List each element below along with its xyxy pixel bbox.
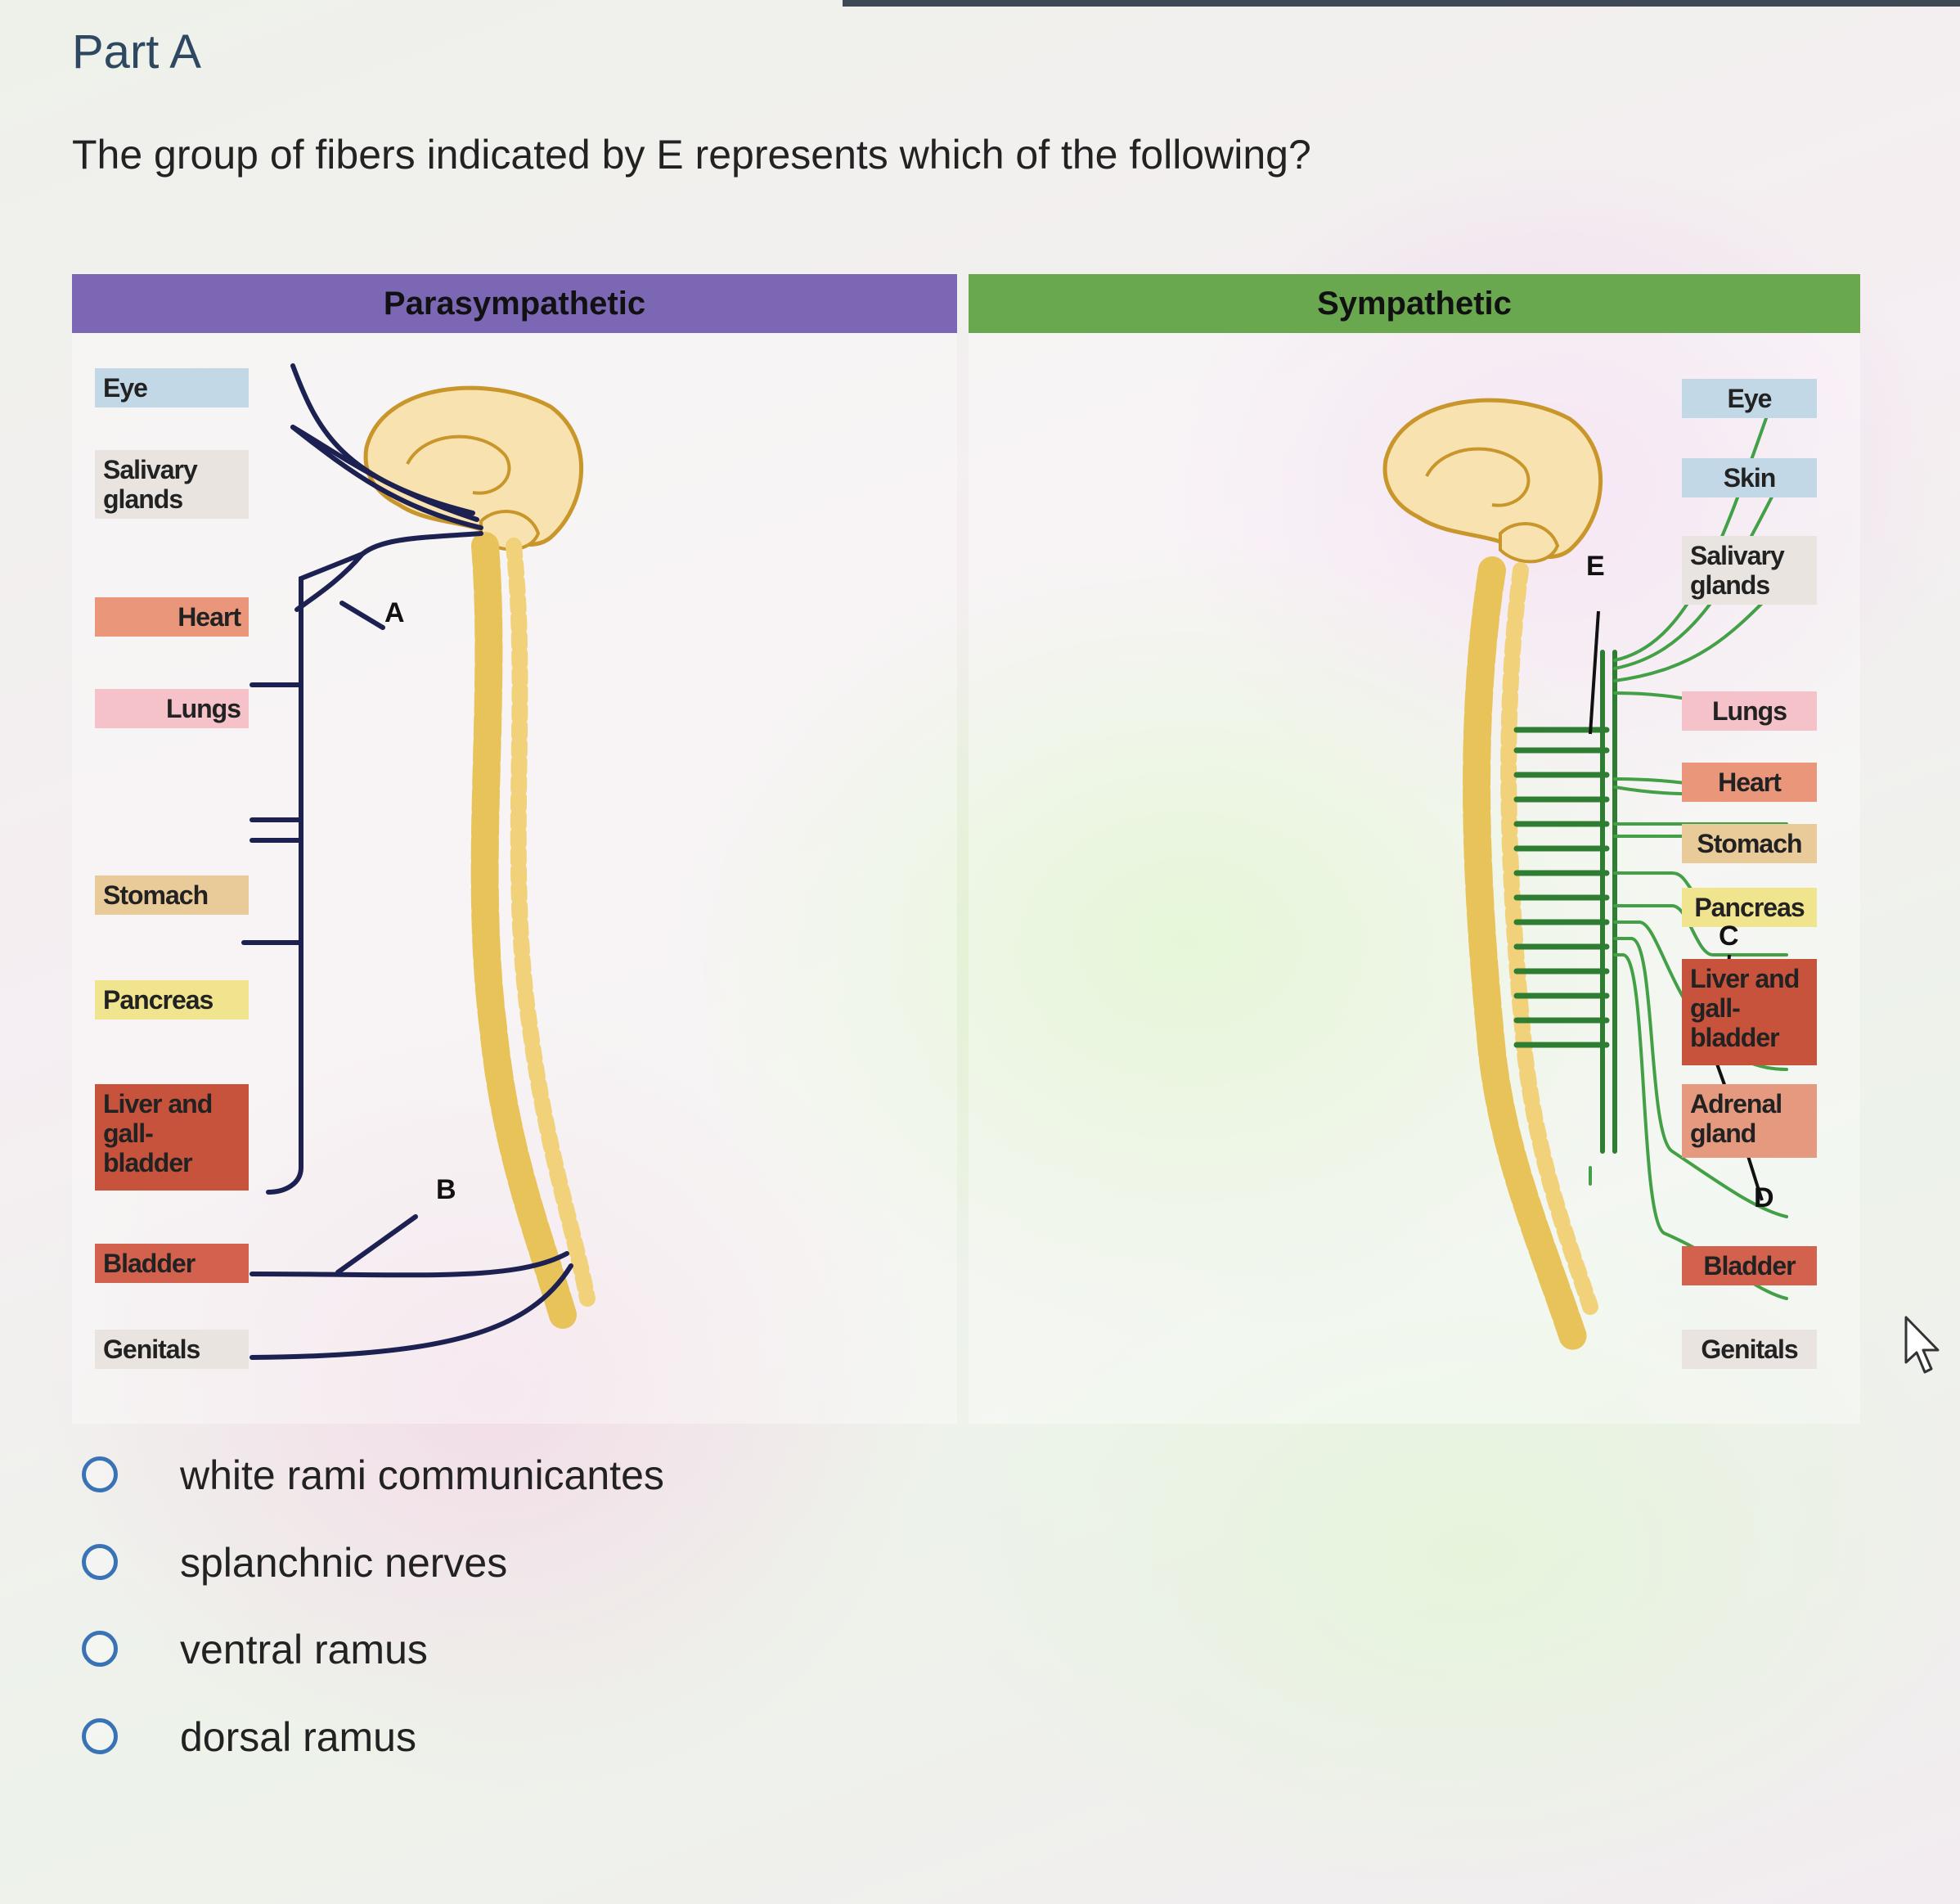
- parasympathetic-diagram: [241, 363, 596, 1360]
- sym-organ-liver-gallbladder: Liver and gall-bladder: [1682, 959, 1817, 1065]
- option-label[interactable]: dorsal ramus: [180, 1714, 416, 1760]
- option-label[interactable]: ventral ramus: [180, 1627, 428, 1672]
- option-dorsal-ramus[interactable]: dorsal ramus: [82, 1710, 982, 1776]
- top-divider: [843, 0, 1960, 7]
- parasympathetic-header: Parasympathetic: [72, 274, 957, 333]
- para-organ-pancreas: Pancreas: [95, 980, 249, 1020]
- parasympathetic-panel: Parasympathetic: [72, 274, 957, 1424]
- para-organ-liver-gallbladder: Liver and gall-bladder: [95, 1084, 249, 1191]
- label-a: A: [384, 597, 405, 628]
- question-text: The group of fibers indicated by E repre…: [72, 132, 1311, 178]
- para-organ-stomach: Stomach: [95, 875, 249, 915]
- label-b: B: [436, 1174, 456, 1205]
- sym-organ-lungs: Lungs: [1682, 691, 1817, 731]
- mouse-pointer-icon: [1904, 1316, 1940, 1374]
- sympathetic-panel: Sympathetic: [969, 274, 1860, 1424]
- sym-organ-heart: Heart: [1682, 763, 1817, 802]
- option-label[interactable]: white rami communicantes: [180, 1452, 664, 1498]
- part-title: Part A: [72, 25, 201, 79]
- sym-organ-salivary-glands: Salivary glands: [1682, 536, 1817, 605]
- radio-button-icon[interactable]: [82, 1456, 118, 1492]
- option-label[interactable]: splanchnic nerves: [180, 1540, 508, 1586]
- sym-organ-bladder: Bladder: [1682, 1246, 1817, 1285]
- label-e: E: [1586, 551, 1605, 582]
- sym-organ-pancreas: Pancreas: [1682, 888, 1817, 927]
- autonomic-nervous-system-figure: Parasympathetic: [72, 274, 1860, 1424]
- sympathetic-header: Sympathetic: [969, 274, 1860, 333]
- sym-organ-adrenal-gland: Adrenal gland: [1682, 1084, 1817, 1158]
- radio-button-icon[interactable]: [82, 1718, 118, 1754]
- radio-button-icon[interactable]: [82, 1544, 118, 1580]
- radio-button-icon[interactable]: [82, 1631, 118, 1667]
- para-organ-lungs: Lungs: [95, 689, 249, 728]
- option-ventral-ramus[interactable]: ventral ramus: [82, 1623, 982, 1688]
- label-d: D: [1754, 1182, 1774, 1213]
- para-organ-bladder: Bladder: [95, 1244, 249, 1283]
- para-organ-heart: Heart: [95, 597, 249, 637]
- para-organ-eye: Eye: [95, 368, 249, 407]
- sym-organ-genitals: Genitals: [1682, 1330, 1817, 1369]
- sym-organ-eye: Eye: [1682, 379, 1817, 418]
- option-splanchnic-nerves[interactable]: splanchnic nerves: [82, 1536, 982, 1601]
- option-white-rami-communicantes[interactable]: white rami communicantes: [82, 1448, 982, 1514]
- sym-organ-skin: Skin: [1682, 458, 1817, 497]
- sym-organ-stomach: Stomach: [1682, 824, 1817, 863]
- para-organ-salivary-glands: Salivary glands: [95, 450, 249, 519]
- para-organ-genitals: Genitals: [95, 1330, 249, 1369]
- label-c: C: [1719, 920, 1739, 952]
- sympathetic-diagram: [1382, 398, 1788, 1353]
